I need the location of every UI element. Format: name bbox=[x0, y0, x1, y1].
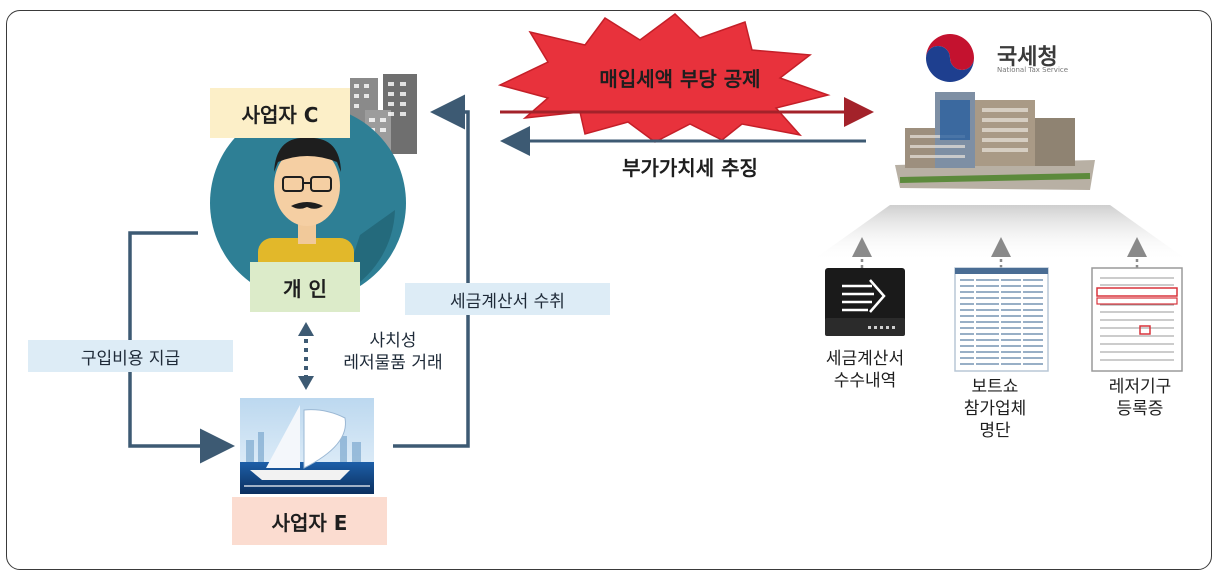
evidence-label-invoices-line-1: 세금계산서 bbox=[825, 349, 905, 369]
trade-arrow-up bbox=[298, 322, 314, 336]
business-c-label: 사업자 C bbox=[241, 102, 319, 127]
evidence-label-boatshow-line-1: 보트쇼 bbox=[971, 377, 1019, 397]
trade-arrow-down bbox=[298, 376, 314, 390]
nts-subtitle: National Tax Service bbox=[997, 66, 1069, 74]
purchase-payment-label: 구입비용 지급 bbox=[28, 340, 233, 372]
burst-shape bbox=[497, 13, 831, 143]
invoice-arrow bbox=[393, 94, 470, 448]
evidence-label-registration-line-1: 레저기구 bbox=[1108, 377, 1172, 397]
business-c-box: 사업자 C bbox=[210, 88, 350, 138]
vat-collection-label: 부가가치세 추징 bbox=[622, 156, 758, 180]
spreadsheet-icon bbox=[954, 267, 1049, 372]
luxury-trade-label: 사치성 레저물품 거래 bbox=[318, 330, 468, 374]
evidence-label-boatshow-line-2: 참가업체 bbox=[963, 399, 1027, 419]
yacht-image bbox=[240, 398, 374, 494]
nts-name: 국세청 bbox=[997, 45, 1058, 70]
luxury-trade-line-1: 사치성 bbox=[369, 331, 417, 351]
evidence-label-registration: 레저기구 등록증 bbox=[1075, 376, 1205, 420]
diagram-graphics bbox=[128, 13, 1190, 494]
certificate-icon bbox=[1091, 267, 1183, 372]
individual-box: 개 인 bbox=[250, 262, 360, 312]
individual-label: 개 인 bbox=[283, 276, 327, 301]
improper-deduction-label: 매입세액 부당 공제 bbox=[599, 67, 761, 91]
evidence-label-invoices: 세금계산서 수수내역 bbox=[800, 348, 930, 392]
payment-arrow bbox=[128, 231, 235, 464]
evidence-label-registration-line-2: 등록증 bbox=[1116, 399, 1164, 419]
purchase-payment-text: 구입비용 지급 bbox=[80, 348, 181, 369]
evidence-label-boatshow-line-3: 명단 bbox=[979, 421, 1011, 441]
evidence-label-boatshow: 보트쇼 참가업체 명단 bbox=[930, 376, 1060, 442]
invoice-receipt-label: 세금계산서 수취 bbox=[405, 283, 610, 315]
invoice-receipt-text: 세금계산서 수취 bbox=[450, 291, 565, 312]
business-e-label: 사업자 E bbox=[271, 510, 348, 535]
business-e-box: 사업자 E bbox=[232, 497, 387, 545]
luxury-trade-line-2: 레저물품 거래 bbox=[343, 353, 443, 373]
nts-logo-icon bbox=[926, 34, 974, 82]
nts-building-image bbox=[895, 92, 1095, 190]
evidence-label-invoices-line-2: 수수내역 bbox=[833, 371, 897, 391]
evidence-cone bbox=[810, 205, 1190, 262]
server-icon bbox=[825, 268, 905, 336]
